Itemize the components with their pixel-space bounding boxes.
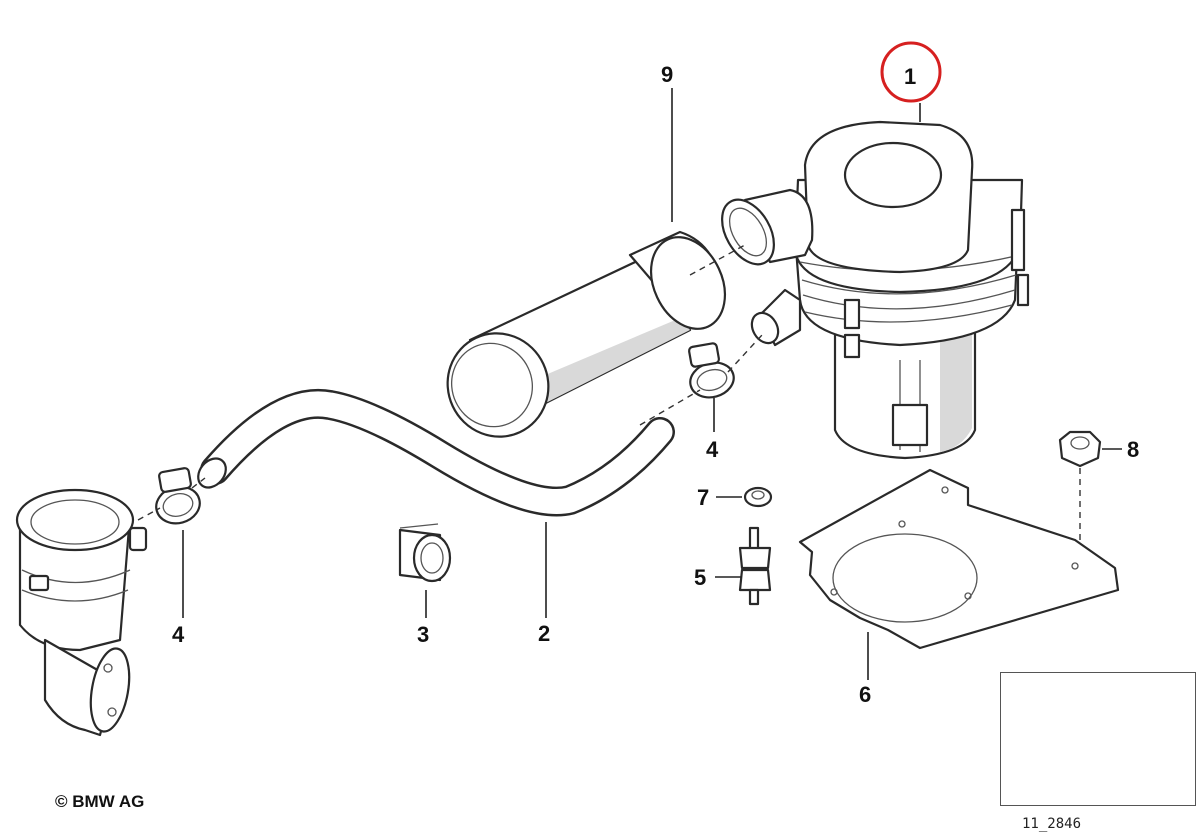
check-valve-assembly <box>15 488 148 737</box>
callout-7: 7 <box>697 485 709 510</box>
callout-3: 3 <box>417 622 429 647</box>
part-7-nut[interactable] <box>743 486 773 508</box>
diagram-code: 11_2846 <box>1022 816 1082 832</box>
part-6-bracket[interactable] <box>798 468 1120 650</box>
callout-2: 2 <box>538 621 550 646</box>
leader-lines <box>137 88 1122 680</box>
part-5-rubber-mount[interactable] <box>738 526 772 606</box>
copyright-text: © BMW AG <box>55 792 145 811</box>
part-2-curved-hose[interactable] <box>193 388 675 517</box>
callout-6: 6 <box>859 682 871 707</box>
callout-8: 8 <box>1127 437 1139 462</box>
part-9-hose[interactable] <box>431 225 739 453</box>
locator-thumbnail <box>1000 672 1196 806</box>
highlight-circle <box>880 41 942 103</box>
callout-4-left: 4 <box>172 622 185 647</box>
callout-1: 1 <box>904 64 916 89</box>
part-1-air-pump[interactable] <box>711 120 1030 460</box>
callout-5: 5 <box>694 565 706 590</box>
part-3-grommet[interactable] <box>398 523 452 583</box>
part-4-hose-clamp-right[interactable] <box>686 342 737 402</box>
callout-9: 9 <box>661 62 673 87</box>
callout-4-right: 4 <box>706 437 719 462</box>
part-8-nut[interactable] <box>1058 430 1102 468</box>
part-4-hose-clamp-left[interactable] <box>152 467 204 529</box>
